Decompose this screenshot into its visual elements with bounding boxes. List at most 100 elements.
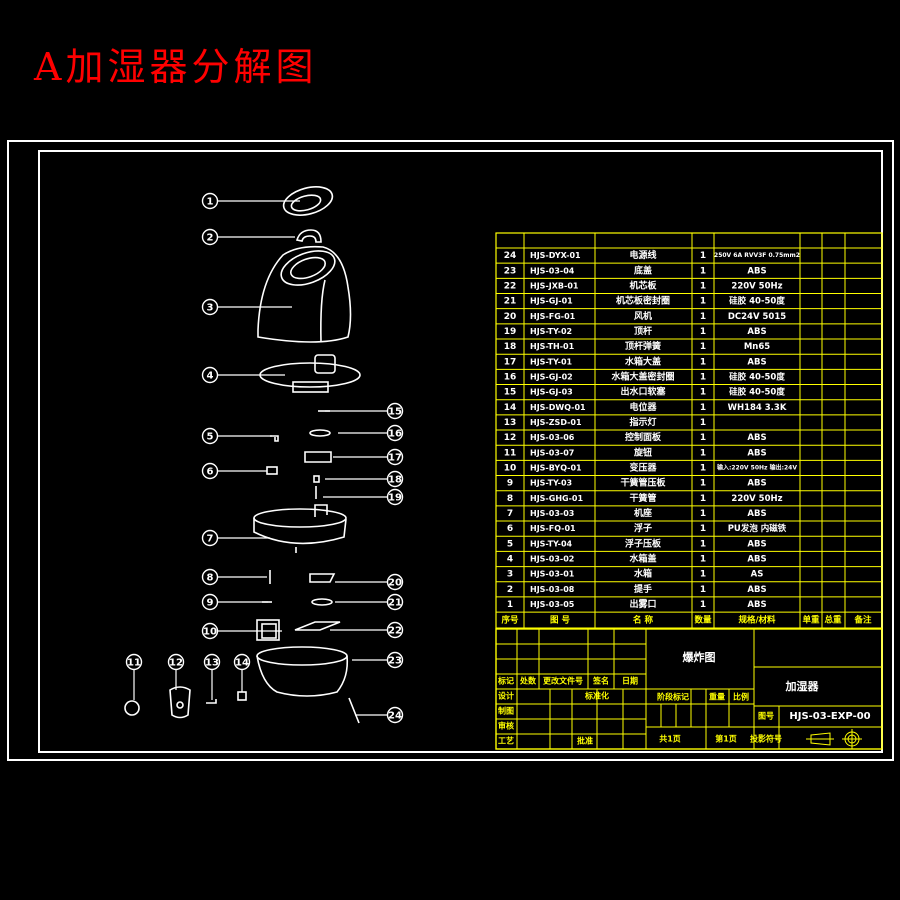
title-block-approve: 批准: [577, 736, 593, 746]
part-bottom-cover: [256, 646, 360, 724]
row-number: 23: [504, 266, 517, 276]
title-block-change-doc: 更改文件号: [543, 676, 583, 686]
drawing-number: HJS-03-EXP-00: [789, 711, 870, 722]
row-qty: 1: [700, 327, 706, 337]
row-code: HJS-03-01: [530, 570, 575, 579]
row-qty: 1: [700, 418, 706, 428]
callout-2: 2: [201, 228, 295, 246]
callout-number: 4: [207, 371, 214, 382]
row-number: 13: [504, 418, 517, 428]
callout-bubble: [201, 529, 219, 547]
row-qty: 1: [700, 554, 706, 564]
row-qty: 1: [700, 433, 706, 443]
callout-number: 20: [388, 578, 402, 589]
row-spec: ABS: [747, 357, 766, 367]
row-number: 11: [504, 448, 517, 458]
title-block-standardize: 标准化: [584, 691, 609, 701]
row-qty: 1: [700, 372, 706, 382]
row-code: HJS-03-03: [530, 509, 574, 518]
title-block-projection-label: 投影符号: [750, 734, 782, 744]
row-spec: ABS: [747, 433, 766, 443]
callout-19: 19: [323, 488, 404, 506]
row-spec: 250V 6A RVV3F 0.75mm2: [714, 252, 800, 259]
row-qty: 1: [700, 357, 706, 367]
row-spec: ABS: [747, 448, 766, 458]
row-name: 机座: [634, 507, 652, 519]
title-block-signature: 签名: [592, 676, 609, 686]
bom-header-cell: 序号: [500, 615, 519, 626]
bom-header-cell: 名 称: [633, 615, 653, 626]
row-qty: 1: [700, 524, 706, 534]
callout-10: 10: [201, 622, 282, 640]
row-code: HJS-TH-01: [530, 342, 575, 351]
row-spec: PU发泡 内磁铁: [728, 523, 787, 534]
row-qty: 1: [700, 266, 706, 276]
callout-number: 6: [207, 467, 214, 478]
row-spec: ABS: [747, 554, 766, 564]
row-name: 提手: [634, 583, 652, 595]
row-code: HJS-DYX-01: [530, 251, 581, 260]
row-qty: 1: [700, 570, 706, 580]
row-code: HJS-FQ-01: [530, 524, 576, 533]
row-code: HJS-GHG-01: [530, 494, 583, 503]
title-block-drawing-no_label: 图号: [758, 712, 774, 721]
row-spec: ABS: [747, 600, 766, 610]
row-qty: 1: [700, 251, 706, 261]
row-number: 10: [504, 463, 517, 473]
callout-11: 11: [125, 653, 143, 700]
title-block-stage-mark: 阶段标记: [657, 692, 689, 702]
callout-number: 12: [169, 658, 183, 669]
row-number: 15: [504, 388, 517, 398]
row-qty: 1: [700, 297, 706, 307]
row-qty: 1: [700, 600, 706, 610]
row-qty: 1: [700, 388, 706, 398]
callout-bubble: [125, 653, 143, 671]
row-code: HJS-ZSD-01: [530, 418, 582, 427]
drawing-name: 爆炸图: [683, 650, 716, 664]
row-spec: ABS: [747, 585, 766, 595]
callout-13: 13: [203, 653, 221, 700]
row-qty: 1: [700, 509, 706, 519]
callout-5: 5: [201, 427, 272, 445]
part-accessories: [124, 686, 247, 719]
row-number: 1: [507, 600, 513, 610]
row-qty: 1: [700, 479, 706, 489]
callout-number: 21: [388, 598, 402, 609]
row-qty: 1: [700, 494, 706, 504]
callout-bubble: [386, 706, 404, 724]
row-number: 18: [504, 342, 517, 352]
callout-4: 4: [201, 366, 285, 384]
callout-number: 24: [388, 711, 402, 722]
callout-bubble: [386, 593, 404, 611]
part-base: [253, 504, 347, 553]
row-name: 干簧管压板: [620, 477, 666, 489]
row-name: 浮子: [634, 522, 652, 534]
row-name: 水箱大盖: [625, 355, 661, 367]
callout-15: 15: [325, 402, 404, 420]
row-qty: 1: [700, 585, 706, 595]
row-qty: 1: [700, 312, 706, 322]
row-number: 2: [507, 585, 513, 595]
part-mist-outlet: [282, 186, 334, 216]
row-number: 4: [507, 554, 513, 564]
row-code: HJS-03-05: [530, 600, 575, 609]
row-number: 12: [504, 433, 517, 443]
title-block-date: 日期: [622, 676, 638, 686]
row-code: HJS-TY-03: [530, 479, 572, 488]
part-tank-cover: [259, 354, 361, 393]
callout-bubble: [386, 424, 404, 442]
callout-bubble: [201, 593, 219, 611]
callout-number: 13: [205, 658, 219, 669]
